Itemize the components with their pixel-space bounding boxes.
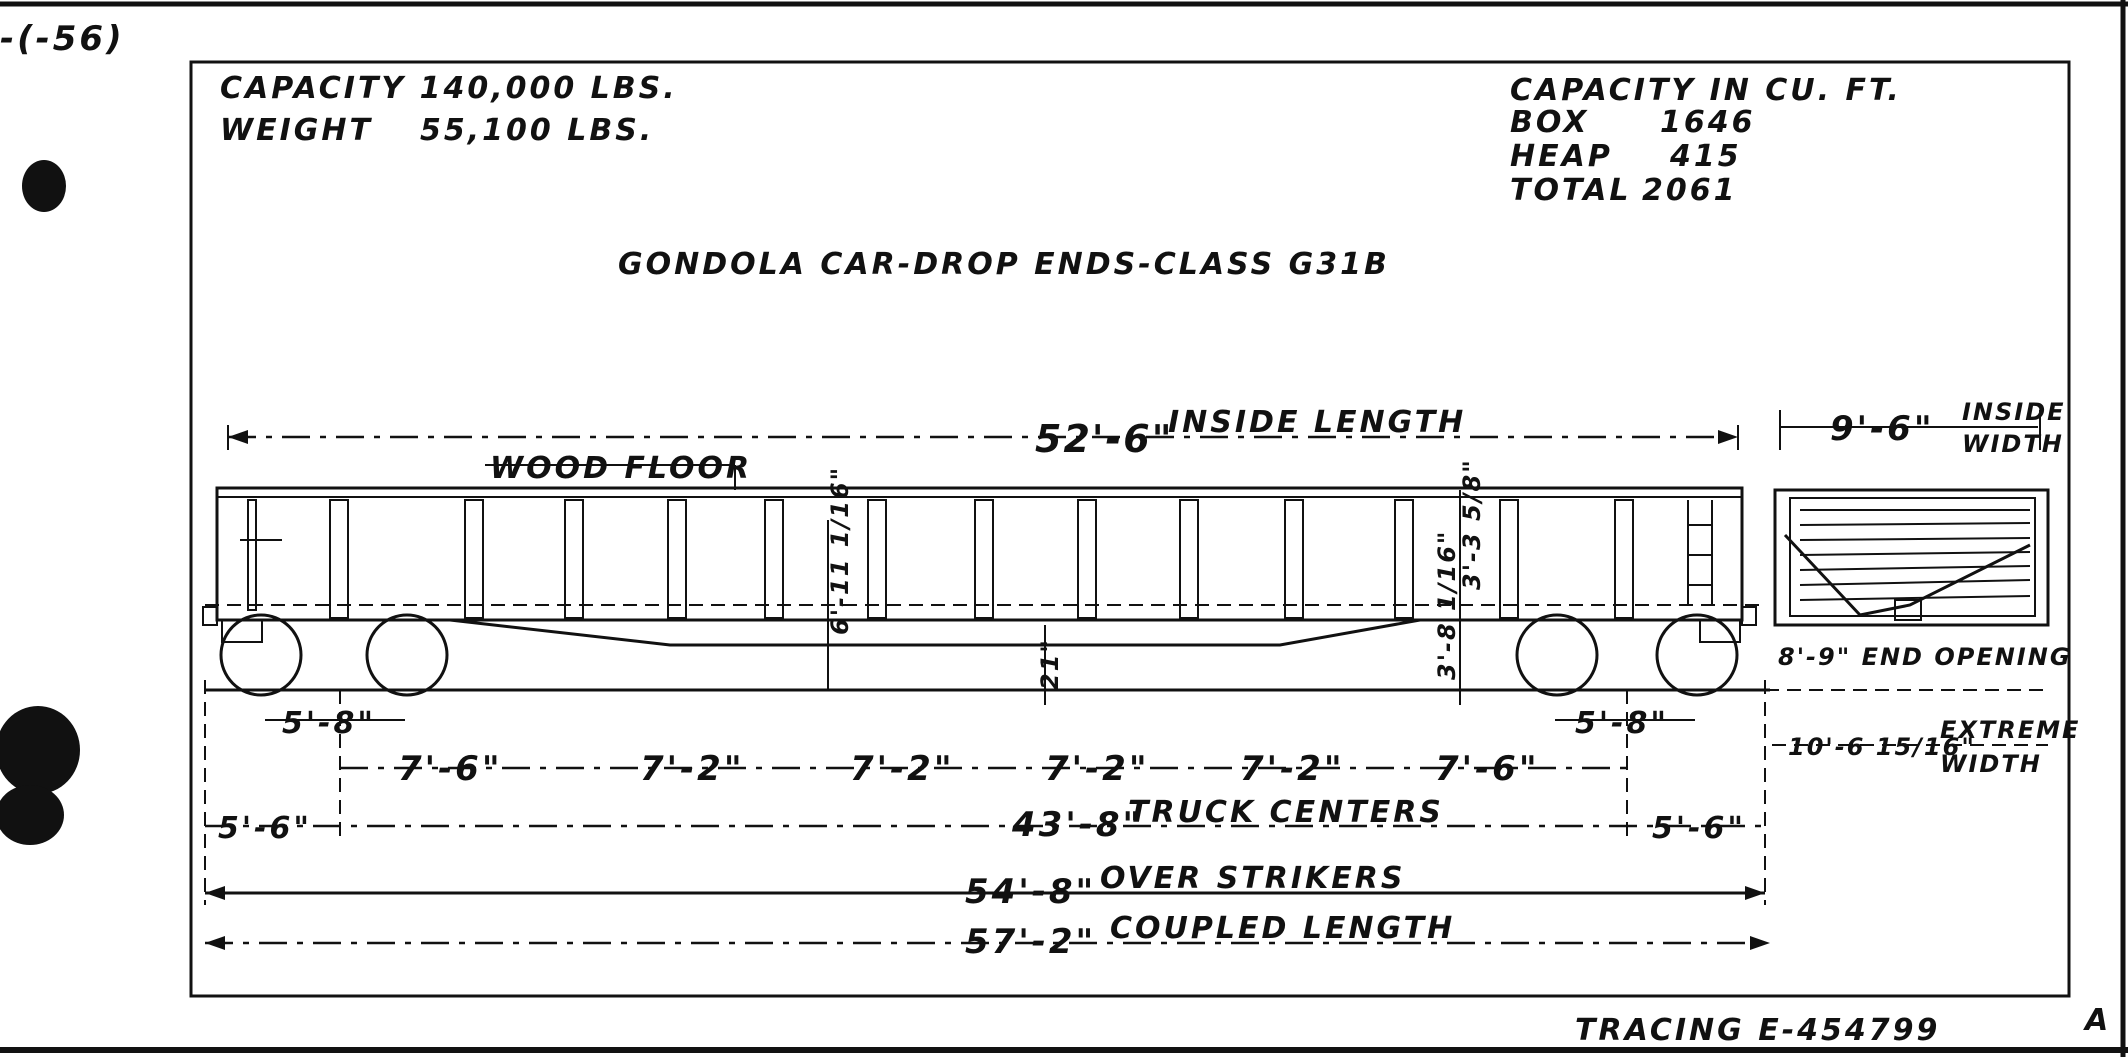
truck-centers-value: 43'-8" [1011,805,1143,845]
coupler-box [1699,619,1741,643]
punch-hole-icon [0,706,80,794]
tracing-number: TRACING E-454799 [1575,1013,1940,1048]
end-door [1789,497,2036,617]
end-brace [1783,533,2031,617]
total-value: 2061 [1642,173,1738,208]
side-stakes [329,499,1634,619]
overhang-right-label: 5'-6" [1652,811,1746,846]
end-plank [1799,579,2031,586]
end-plank [1799,551,2031,556]
sheet-letter: A [2083,1003,2111,1038]
post-spacing-label: 7'-2" [850,749,955,789]
car-end-view [1765,488,2050,691]
fishbelly-sill [449,618,1421,647]
inside-width-label-1: INSIDE [1962,398,2066,426]
end-opening-label: 8'-9" END OPENING [1778,643,2072,671]
post-spacing-label: 7'-2" [1045,749,1150,789]
car-side-view [202,486,1770,697]
side-stake [329,499,349,619]
inside-width-value: 9'-6" [1830,409,1935,449]
total-label: TOTAL [1510,173,1631,208]
wheel-icon [1655,613,1739,697]
post-spacing-label: 7'-6" [1435,749,1540,789]
drawing-border [189,60,2071,998]
extreme-width-label-2: WIDTH [1940,750,2042,778]
end-post [247,499,257,611]
end-coupler [1894,599,1922,621]
coupled-length-value: 57'-2" [965,922,1096,962]
side-stake [667,499,687,619]
arrowhead [1718,430,1738,444]
side-stake [974,499,994,619]
inside-length-value: 52'-6" [1035,417,1174,461]
side-stake [1394,499,1414,619]
side-stake [464,499,484,619]
arrowhead [228,430,248,444]
cuft-title: CAPACITY IN CU. FT. [1510,73,1902,108]
extreme-width-label-1: EXTREME [1940,716,2080,744]
wood-floor-label: WOOD FLOOR [490,451,752,486]
post-spacing-label: 7'-2" [1240,749,1345,789]
center-depth-label: 21" [1036,638,1064,690]
dimension-lines [204,410,2048,950]
side-stake [1614,499,1634,619]
side-stake [1077,499,1097,619]
over-strikers-label: OVER STRIKERS [1100,861,1405,896]
car-body [215,486,1744,622]
heap-label: HEAP [1510,139,1613,174]
side-stake [564,499,584,619]
corner-note: -(-56) [0,19,125,59]
wheelbase-left-label: 5'-8" [282,706,376,741]
box-label: BOX [1510,105,1589,140]
wheel-icon [365,613,449,697]
side-stake [1179,499,1199,619]
wheelbase-right-label: 5'-8" [1575,706,1669,741]
wheel-icon [1515,613,1599,697]
inside-height-label: 6'-11 1/16" [826,466,854,635]
side-stake [764,499,784,619]
weight-label: WEIGHT [220,113,373,148]
arrowhead [1750,936,1770,950]
inside-length-label: INSIDE LENGTH [1168,405,1466,440]
overhang-left-label: 5'-6" [218,811,312,846]
over-strikers-value: 54'-8" [965,872,1096,912]
heap-value: 415 [1669,139,1742,174]
capacity-text: CAPACITY 140,000 LBS. [220,71,678,106]
post-spacing-label: 7'-6" [398,749,503,789]
arrowhead [205,936,225,950]
end-plank [1799,522,2031,526]
extreme-width-value: 10'-6 15/16" [1788,733,1976,761]
inside-width-label-2: WIDTH [1962,430,2064,458]
truck-centers-label: TRUCK CENTERS [1128,795,1444,830]
end-plank [1799,565,2031,571]
end-plank [1799,537,2031,541]
post-spacing-labels: 7'-6" 7'-2" 7'-2" 7'-2" 7'-2" 7'-6" [398,749,1540,789]
left-striker [202,606,218,626]
coupler-box [221,619,263,643]
wheel-icon [219,613,303,697]
post-spacing-label: 7'-2" [640,749,745,789]
punch-hole-icon [22,160,66,212]
punch-hole-icon [0,785,64,845]
floor-height-label: 3'-8 1/16" [1433,530,1461,680]
side-stake [1284,499,1304,619]
side-stake [867,499,887,619]
weight-value: 55,100 LBS. [420,113,654,148]
arrowhead [1745,886,1765,900]
end-plank [1799,595,2031,601]
box-value: 1646 [1660,105,1756,140]
drawing-title: GONDOLA CAR-DROP ENDS-CLASS G31B [618,247,1390,282]
arrowhead [205,886,225,900]
right-striker [1741,606,1757,626]
end-body [1773,488,2050,627]
side-height-label: 3'-3 5/8" [1458,458,1486,590]
coupled-length-label: COUPLED LENGTH [1110,911,1455,946]
side-stake [1499,499,1519,619]
